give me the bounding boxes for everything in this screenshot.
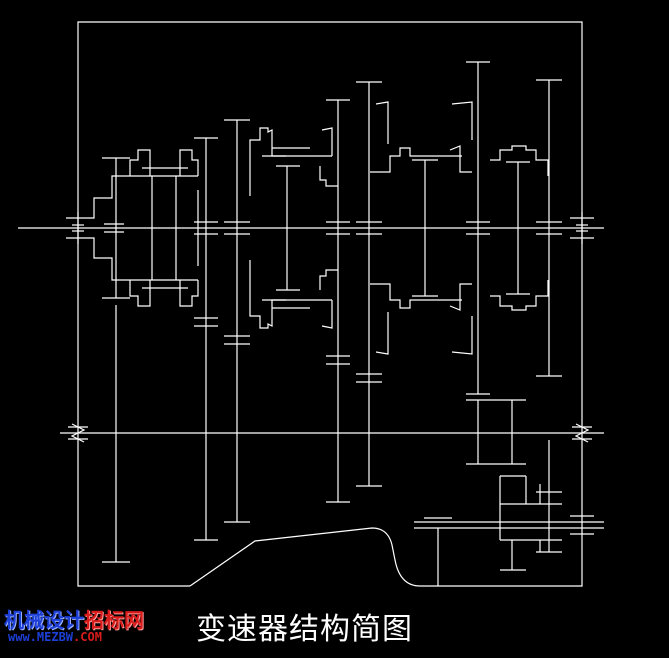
watermark-brand: 机械设计招标网 — [4, 604, 144, 633]
reverse-shaft — [414, 475, 604, 586]
gear-pair-2 — [194, 137, 218, 541]
synchronizer-4 — [490, 145, 549, 311]
synchronizer-3 — [370, 101, 473, 355]
housing-outline — [77, 21, 583, 587]
housing-lower-contour — [189, 527, 436, 587]
synchronizer-1 — [129, 149, 199, 307]
watermark-url-main: MEZBW — [36, 630, 74, 644]
gear-pair-6 — [466, 61, 526, 465]
gear-pair-7 — [536, 79, 562, 553]
watermark-brand-main: 机械设计 — [4, 608, 84, 632]
watermark-url-prefix: www. — [8, 630, 37, 644]
bearing-right-counter — [572, 423, 592, 443]
gear-pair-4 — [319, 99, 350, 503]
watermark-logo: 机械设计招标网 www.MEZBW.COM — [4, 604, 144, 654]
watermark-brand-accent: 招标网 — [84, 608, 144, 632]
bearing-left-main — [66, 212, 90, 244]
diagram-title: 变速器结构简图 — [196, 612, 413, 647]
bearing-right-main — [570, 212, 594, 244]
input-shaft-step — [90, 175, 130, 219]
input-gear — [102, 157, 130, 299]
watermark-url: www.MEZBW.COM — [8, 630, 102, 644]
counter-gear-1 — [102, 305, 130, 563]
input-shaft-step-lower — [90, 237, 130, 281]
watermark-url-suffix: .COM — [73, 630, 102, 644]
gear-pair-5 — [356, 81, 382, 487]
synchronizer-2 — [249, 127, 333, 329]
bearing-left-counter — [68, 423, 88, 443]
gear-pair-3 — [224, 119, 250, 523]
